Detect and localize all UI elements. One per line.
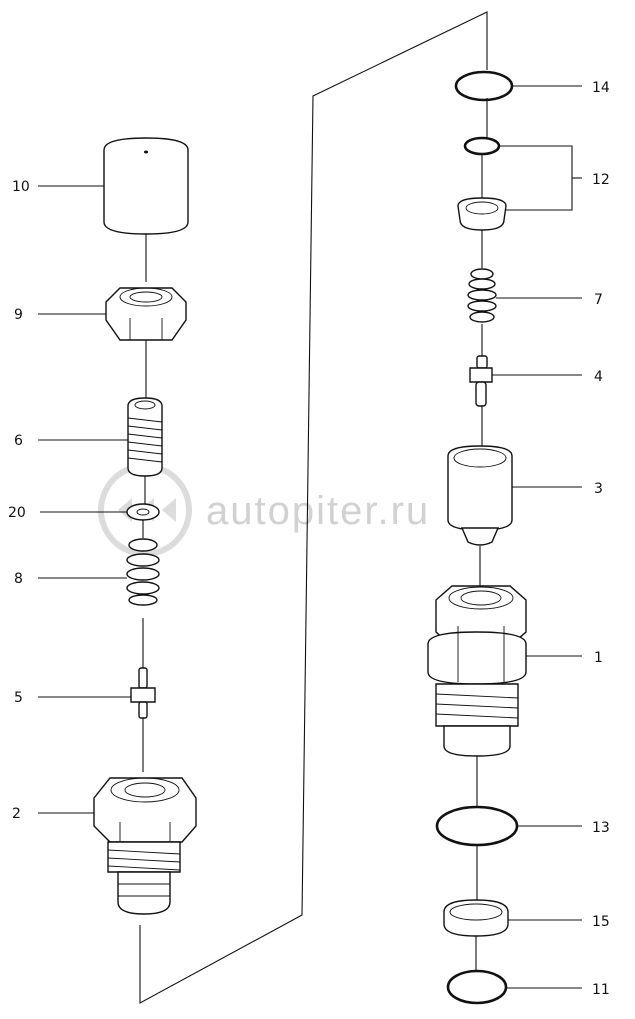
watermark-text: autopiter.ru bbox=[206, 489, 430, 533]
part-20-washer bbox=[126, 503, 160, 521]
part-5-pin bbox=[130, 667, 156, 719]
part-3-sleeve bbox=[447, 445, 513, 546]
label-3: 3 bbox=[594, 481, 603, 497]
part-6-threaded-stem bbox=[127, 397, 163, 477]
label-13: 13 bbox=[592, 820, 610, 836]
part-4-pin bbox=[469, 355, 493, 407]
part-7-spring bbox=[467, 268, 497, 323]
part-8-spring bbox=[126, 538, 160, 606]
label-1: 1 bbox=[594, 650, 603, 666]
label-2: 2 bbox=[12, 806, 21, 822]
part-14-o-ring bbox=[454, 70, 514, 102]
label-12: 12 bbox=[592, 172, 610, 188]
part-1-body bbox=[427, 585, 527, 757]
part-11-o-ring bbox=[446, 969, 508, 1005]
part-2-body bbox=[93, 777, 197, 915]
assembly-connector-line bbox=[139, 11, 488, 1004]
label-8: 8 bbox=[14, 571, 23, 587]
left-labels: 10 9 6 20 8 5 2 bbox=[8, 179, 131, 822]
label-20: 20 bbox=[8, 505, 26, 521]
leader-12-bracket bbox=[499, 145, 573, 211]
part-10-cap bbox=[103, 137, 189, 235]
label-9: 9 bbox=[14, 307, 23, 323]
right-labels: 14 12 7 4 3 1 13 15 11 bbox=[492, 80, 610, 998]
label-6: 6 bbox=[14, 433, 23, 449]
label-7: 7 bbox=[594, 292, 603, 308]
part-15-backup-ring bbox=[443, 899, 509, 937]
label-15: 15 bbox=[592, 914, 610, 930]
label-5: 5 bbox=[14, 690, 23, 706]
label-11: 11 bbox=[592, 982, 610, 998]
label-10: 10 bbox=[12, 179, 30, 195]
part-13-o-ring bbox=[435, 805, 519, 847]
label-4: 4 bbox=[594, 369, 603, 385]
part-9-hex-nut bbox=[105, 287, 187, 341]
label-14: 14 bbox=[592, 80, 610, 96]
